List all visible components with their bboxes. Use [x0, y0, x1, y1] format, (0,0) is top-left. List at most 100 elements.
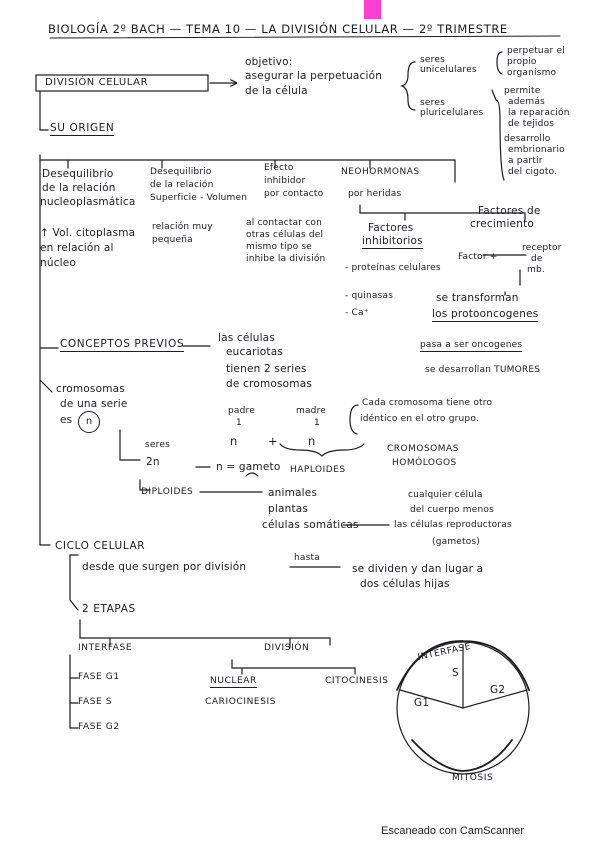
- factores-crec-2: crecimiento: [470, 218, 535, 230]
- diploides: DIPLOIDES: [141, 487, 194, 497]
- pluri-b1-2: además: [508, 97, 545, 107]
- tumores: se desarrollan TUMORES: [425, 365, 541, 375]
- madre-1: madre: [296, 406, 327, 416]
- objetivo-line-2: de la célula: [245, 85, 308, 97]
- objetivo-label: objetivo:: [245, 56, 293, 68]
- cromosomas-2: de una serie: [60, 398, 128, 410]
- formula-plus: +: [268, 434, 278, 448]
- factores-inhib-1: Factores: [368, 222, 414, 234]
- footer-camscanner: Escaneado con CamScanner: [381, 825, 525, 837]
- c3-text-4: inhibe la división: [246, 254, 326, 264]
- animales-1: animales: [268, 487, 318, 499]
- previos-text-3: tienen 2 series: [226, 363, 307, 375]
- factores-inhib-2: inhibitorios: [362, 235, 423, 249]
- interfase-label: INTERFASE: [78, 643, 133, 653]
- cromosomas-1: cromosomas: [56, 383, 125, 395]
- pie-g2: G2: [490, 684, 506, 696]
- padre-2: 1: [236, 418, 242, 428]
- page-header: BIOLOGÍA 2º BACH — TEMA 10 — LA DIVISIÓN…: [48, 22, 508, 36]
- animales-3: células somáticas: [262, 519, 359, 531]
- formula-n2: n: [308, 434, 316, 448]
- c2-title-1: Desequilibrio: [150, 167, 212, 177]
- reproductoras-2: (gametos): [432, 537, 481, 547]
- pluri-b1-3: la reparación: [508, 108, 570, 118]
- pluri-b1-4: de tejidos: [508, 119, 555, 129]
- c3-text-1: al contactar con: [246, 218, 322, 228]
- receptor-2: de: [531, 254, 543, 264]
- c1-text-2: en relación al: [40, 242, 114, 254]
- conceptos-previos-title: CONCEPTOS PREVIOS: [60, 338, 185, 352]
- c3-title-2: inhibidor: [264, 176, 306, 186]
- gameto: n = gameto: [216, 461, 281, 473]
- c1-title-3: nucleoplasmática: [40, 196, 136, 208]
- objetivo-line-1: asegurar la perpetuación: [245, 70, 383, 82]
- homologos-2: HOMÓLOGOS: [392, 458, 457, 468]
- madre-2: 1: [314, 418, 320, 428]
- factor-formula: Factor +: [458, 252, 498, 262]
- pink-marker-tab: [364, 0, 381, 19]
- fase-g2: FASE G2: [78, 722, 120, 732]
- oncogenes: pasa a ser oncogenes: [420, 340, 523, 352]
- inhib-item-2: - quinasas: [345, 291, 394, 301]
- c4-title-1: NEOHORMONAS: [341, 167, 420, 177]
- c1-text-3: núcleo: [40, 257, 77, 269]
- pluri-b2-4: del cigoto.: [508, 167, 558, 177]
- cualquier-1: cualquier célula: [408, 490, 483, 500]
- receptor-1: receptor: [522, 243, 562, 253]
- transform-1: se transforman: [436, 292, 519, 304]
- cariocinesis: CARIOCINESIS: [205, 697, 277, 707]
- c1-text-1: ↑ Vol. citoplasma: [40, 227, 136, 239]
- previos-text-2: eucariotas: [226, 346, 284, 358]
- ciclo-celular-title: CICLO CELULAR: [55, 540, 146, 552]
- division-label: DIVISIÓN: [264, 643, 310, 653]
- cromosomas-3: es: [60, 414, 73, 426]
- c2-text-2: pequeña: [152, 235, 193, 245]
- pluri-b2-3: a partir: [508, 156, 543, 166]
- padre-1: padre: [228, 406, 255, 416]
- c1-title-1: Desequilibrio: [42, 168, 114, 180]
- formula-n1: n: [230, 434, 238, 448]
- reproductoras-1: las células reproductoras: [394, 520, 512, 530]
- receptor-3: mb.: [527, 265, 545, 275]
- seres-pluricelulares: seres pluricelulares: [420, 98, 484, 118]
- c3-title-1: Efecto: [264, 163, 294, 173]
- uni-text-3: organismo: [507, 68, 557, 78]
- pie-s: S: [452, 667, 459, 679]
- n-circle: n: [78, 411, 100, 433]
- previos-text-1: las células: [218, 332, 275, 344]
- inhib-item-1: - proteínas celulares: [345, 263, 441, 273]
- pluri-b1-1: permite: [504, 86, 541, 96]
- haploides: HAPLOIDES: [290, 465, 346, 475]
- cualquier-2: del cuerpo menos: [410, 505, 494, 515]
- c1-title-2: de la relación: [42, 182, 116, 194]
- c2-text-1: relación muy: [152, 222, 213, 232]
- uni-text-1: perpetuar el: [507, 46, 565, 56]
- cada-1: Cada cromosoma tiene otro: [362, 398, 493, 408]
- uni-text-2: propio: [507, 57, 537, 67]
- etapas: 2 ETAPAS: [82, 603, 136, 615]
- pluri-b2-2: embrionario: [508, 145, 565, 155]
- twon-label: 2n: [146, 456, 160, 468]
- c3-title-3: por contacto: [264, 189, 324, 199]
- su-origen-title: SU ORIGEN: [50, 122, 115, 136]
- pluri-b2-1: desarrollo: [504, 134, 551, 144]
- cada-2: idéntico en el otro grupo.: [360, 414, 479, 424]
- seres-unicelulares: seres unicelulares: [420, 55, 477, 75]
- fase-s: FASE S: [78, 697, 113, 707]
- sedivide-1: se dividen y dan lugar a: [352, 563, 484, 575]
- seres-label: seres: [145, 440, 170, 450]
- fase-g1: FASE G1: [78, 672, 120, 682]
- citocinesis: CITOCINESIS: [325, 676, 389, 686]
- c3-text-3: mismo tipo se: [246, 242, 313, 252]
- nuclear: NUCLEAR: [210, 676, 257, 688]
- animales-2: plantas: [268, 503, 309, 515]
- transform-2: los protooncogenes: [432, 308, 539, 322]
- c2-title-3: Superficie - Volumen: [150, 193, 248, 203]
- pie-mitosis: MITOSIS: [452, 773, 494, 783]
- sedivide-2: dos células hijas: [360, 578, 450, 590]
- previos-text-4: de cromosomas: [226, 378, 313, 390]
- ciclo-desde: desde que surgen por división: [82, 561, 247, 573]
- factores-crec-1: Factores de: [478, 205, 541, 217]
- division-celular-title: DIVISIÓN CELULAR: [45, 77, 149, 88]
- inhib-item-3: - Ca⁺: [345, 308, 369, 318]
